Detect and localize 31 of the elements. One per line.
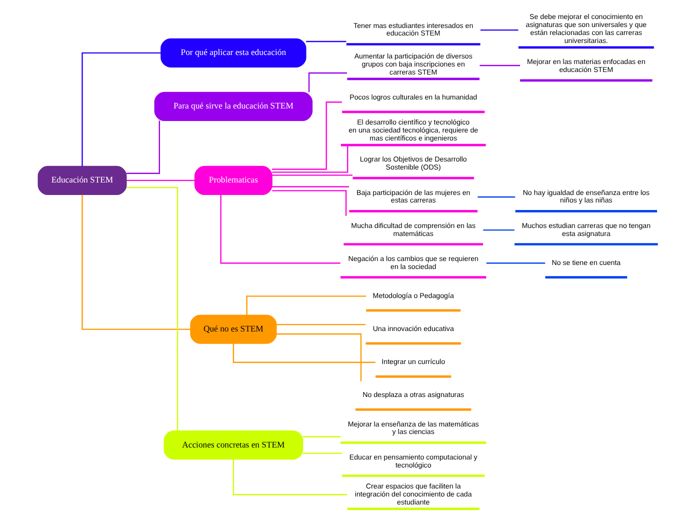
- connector: [480, 64, 520, 66]
- connector: [246, 296, 366, 316]
- connector: [483, 230, 514, 231]
- connector: [232, 344, 376, 363]
- connector: [478, 196, 516, 198]
- node-box: Educación STEM: [38, 166, 127, 196]
- connector: [276, 333, 362, 382]
- node-box: Acciones concretas en STEM: [164, 430, 304, 460]
- connector: [126, 186, 178, 431]
- node-box: Por qué aplicar esta educación: [160, 38, 306, 68]
- connector: [220, 194, 340, 264]
- connector: [306, 40, 346, 42]
- connector: [232, 459, 348, 496]
- connector: [302, 436, 340, 438]
- connector: [272, 186, 349, 188]
- connector: [486, 262, 546, 264]
- connector: [126, 120, 160, 174]
- connector: [82, 194, 190, 330]
- connector: [276, 324, 366, 326]
- connector: [302, 452, 342, 454]
- connector: [272, 174, 353, 176]
- node-box: Problematicas: [194, 166, 272, 196]
- connector: [82, 52, 161, 166]
- connector: [272, 102, 342, 170]
- connector: [272, 190, 347, 216]
- connector: [480, 29, 518, 31]
- connector: [272, 145, 348, 173]
- node-box: Para qué sirve la educación STEM: [154, 92, 313, 122]
- node-box: Qué no es STEM: [190, 314, 277, 344]
- connector: [126, 180, 195, 182]
- connector: [308, 72, 347, 92]
